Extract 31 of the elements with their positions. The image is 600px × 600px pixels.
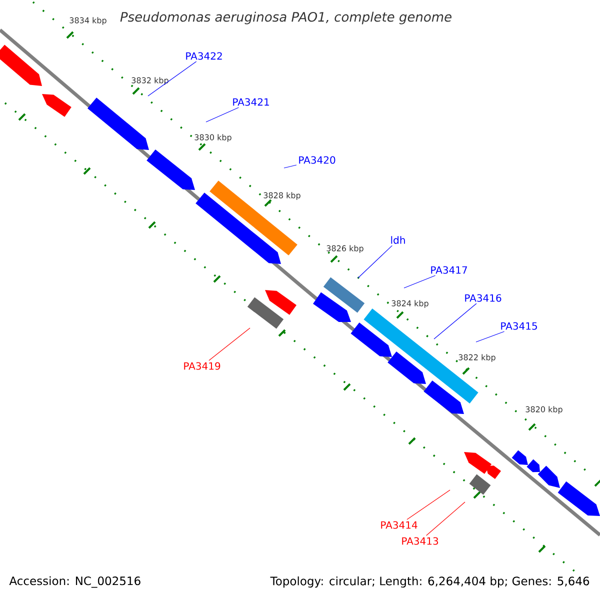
leader-line: [208, 328, 250, 361]
gene-label: PA3421: [233, 98, 269, 106]
accession-text: Accession: NC_002516: [9, 576, 140, 588]
leader-line: [406, 490, 450, 520]
tick-label: 3834 kbp: [70, 17, 106, 25]
leader-line: [476, 331, 505, 342]
leader-line: [434, 303, 477, 340]
gene-label: PA3413: [402, 537, 438, 545]
gene-label: PA3417: [431, 266, 467, 274]
tick-label: 3822 kbp: [458, 354, 496, 362]
gene-label: PA3419: [184, 362, 220, 370]
gene-label: PA3422: [186, 52, 222, 60]
gene-label: PA3416: [465, 294, 502, 302]
leader-line: [404, 275, 436, 288]
tick-label: 3828 kbp: [264, 192, 300, 200]
tick-label: 3826 kbp: [326, 245, 364, 253]
leader-line: [206, 107, 239, 122]
leader-line: [426, 502, 466, 536]
leader-line: [358, 245, 392, 278]
title: Pseudomonas aeruginosa PAO1, complete genome: [120, 12, 452, 24]
gene-label: ldh: [391, 236, 405, 244]
tick-label: 3830 kbp: [194, 134, 232, 142]
leader-line: [284, 164, 297, 168]
leader-line: [148, 61, 197, 96]
summary-text: Topology: circular; Length: 6,264,404 bp; Genes: 5,646: [270, 576, 590, 588]
tick-label: 3824 kbp: [392, 300, 428, 308]
gene-label: PA3415: [501, 322, 537, 330]
tick-label: 3832 kbp: [132, 77, 168, 85]
gene-label: PA3420: [299, 156, 336, 164]
gene-label: PA3414: [381, 521, 418, 529]
tick-label: 3820 kbp: [526, 406, 562, 414]
